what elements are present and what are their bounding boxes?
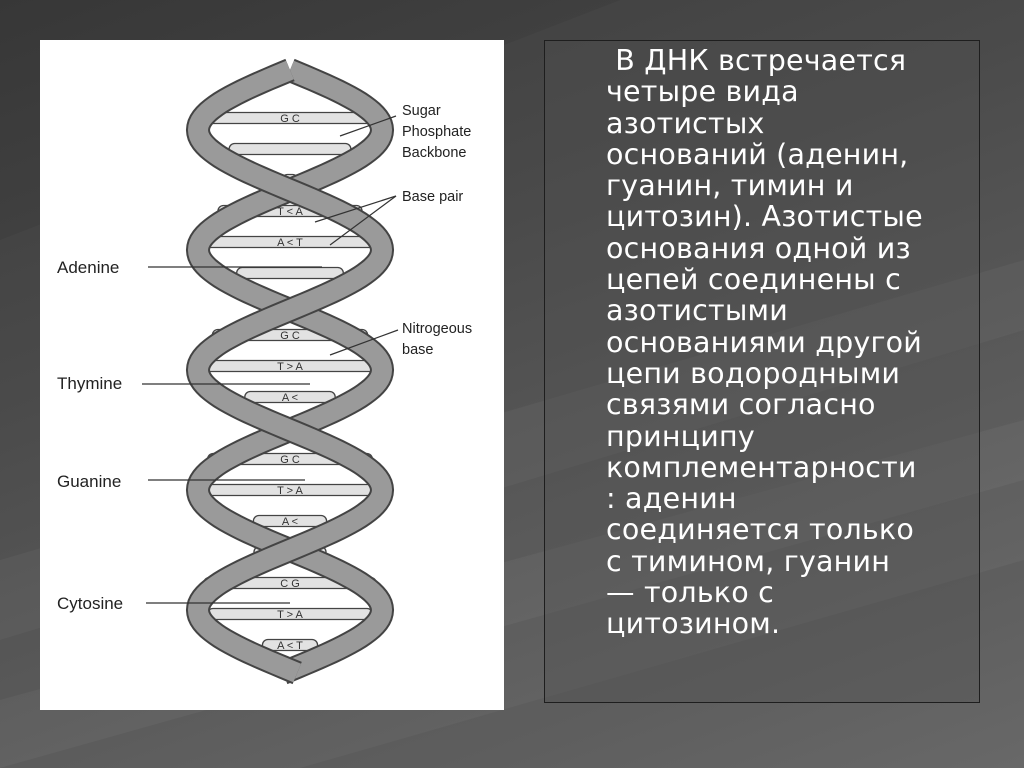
base-pair-letters: G C bbox=[280, 454, 300, 466]
label-cytosine: Cytosine bbox=[57, 594, 123, 613]
description-text: В ДНК встречается четыре вида азотистых … bbox=[606, 44, 923, 641]
base-pair: A < bbox=[252, 514, 328, 528]
base-pair: A < T bbox=[198, 235, 382, 249]
base-pair-letters: T > A bbox=[277, 361, 303, 373]
label-adenine: Adenine bbox=[57, 258, 119, 277]
base-pair-letters: A < T bbox=[277, 237, 303, 249]
base-pair bbox=[235, 266, 345, 280]
label-backbone-2: Backbone bbox=[402, 145, 467, 161]
label-thymine: Thymine bbox=[57, 374, 122, 393]
base-pair: T > A bbox=[202, 483, 378, 497]
base-pair: A < T bbox=[261, 638, 319, 652]
helix-strand-2 bbox=[185, 58, 395, 685]
label-backbone-0: Sugar bbox=[402, 103, 441, 119]
base-pair-letters: G C bbox=[280, 330, 300, 342]
description-panel: В ДНК встречается четыре вида азотистых … bbox=[544, 40, 980, 703]
base-pair: T > A bbox=[200, 359, 380, 373]
base-pair-letters: T > A bbox=[277, 485, 303, 497]
base-pair bbox=[228, 142, 352, 156]
label-nitrogenous-1: base bbox=[402, 342, 433, 358]
base-pair-letters: G C bbox=[280, 113, 300, 125]
base-pair-letters: A < T bbox=[277, 640, 303, 652]
base-pair: T > A bbox=[206, 607, 374, 621]
dna-helix-diagram: G CG CT < AA < TG CT > AA <G CT > AA <C … bbox=[57, 58, 472, 685]
base-pair: A < bbox=[244, 390, 336, 404]
helix-strand-1 bbox=[185, 58, 395, 685]
label-nitrogenous-0: Nitrogeous bbox=[402, 321, 472, 337]
label-backbone-1: Phosphate bbox=[402, 124, 471, 140]
base-pair-callout-line-2 bbox=[329, 195, 397, 246]
callout-lines bbox=[142, 115, 399, 604]
base-pair-letters: A < bbox=[282, 516, 298, 528]
base-pair-letters: A < bbox=[282, 392, 298, 404]
base-pair: G C bbox=[197, 111, 383, 125]
backbone-callout-line bbox=[339, 115, 397, 137]
base-pair-callout-line-1 bbox=[314, 195, 397, 223]
nitrogenous-callout-line bbox=[329, 329, 399, 356]
label-guanine: Guanine bbox=[57, 472, 121, 491]
helix-strands bbox=[185, 58, 395, 685]
base-pair-letters: T < A bbox=[277, 206, 303, 218]
label-base-pair: Base pair bbox=[402, 189, 463, 205]
base-pair-letters: C G bbox=[280, 578, 300, 590]
base-pair-letters: T > A bbox=[277, 609, 303, 621]
